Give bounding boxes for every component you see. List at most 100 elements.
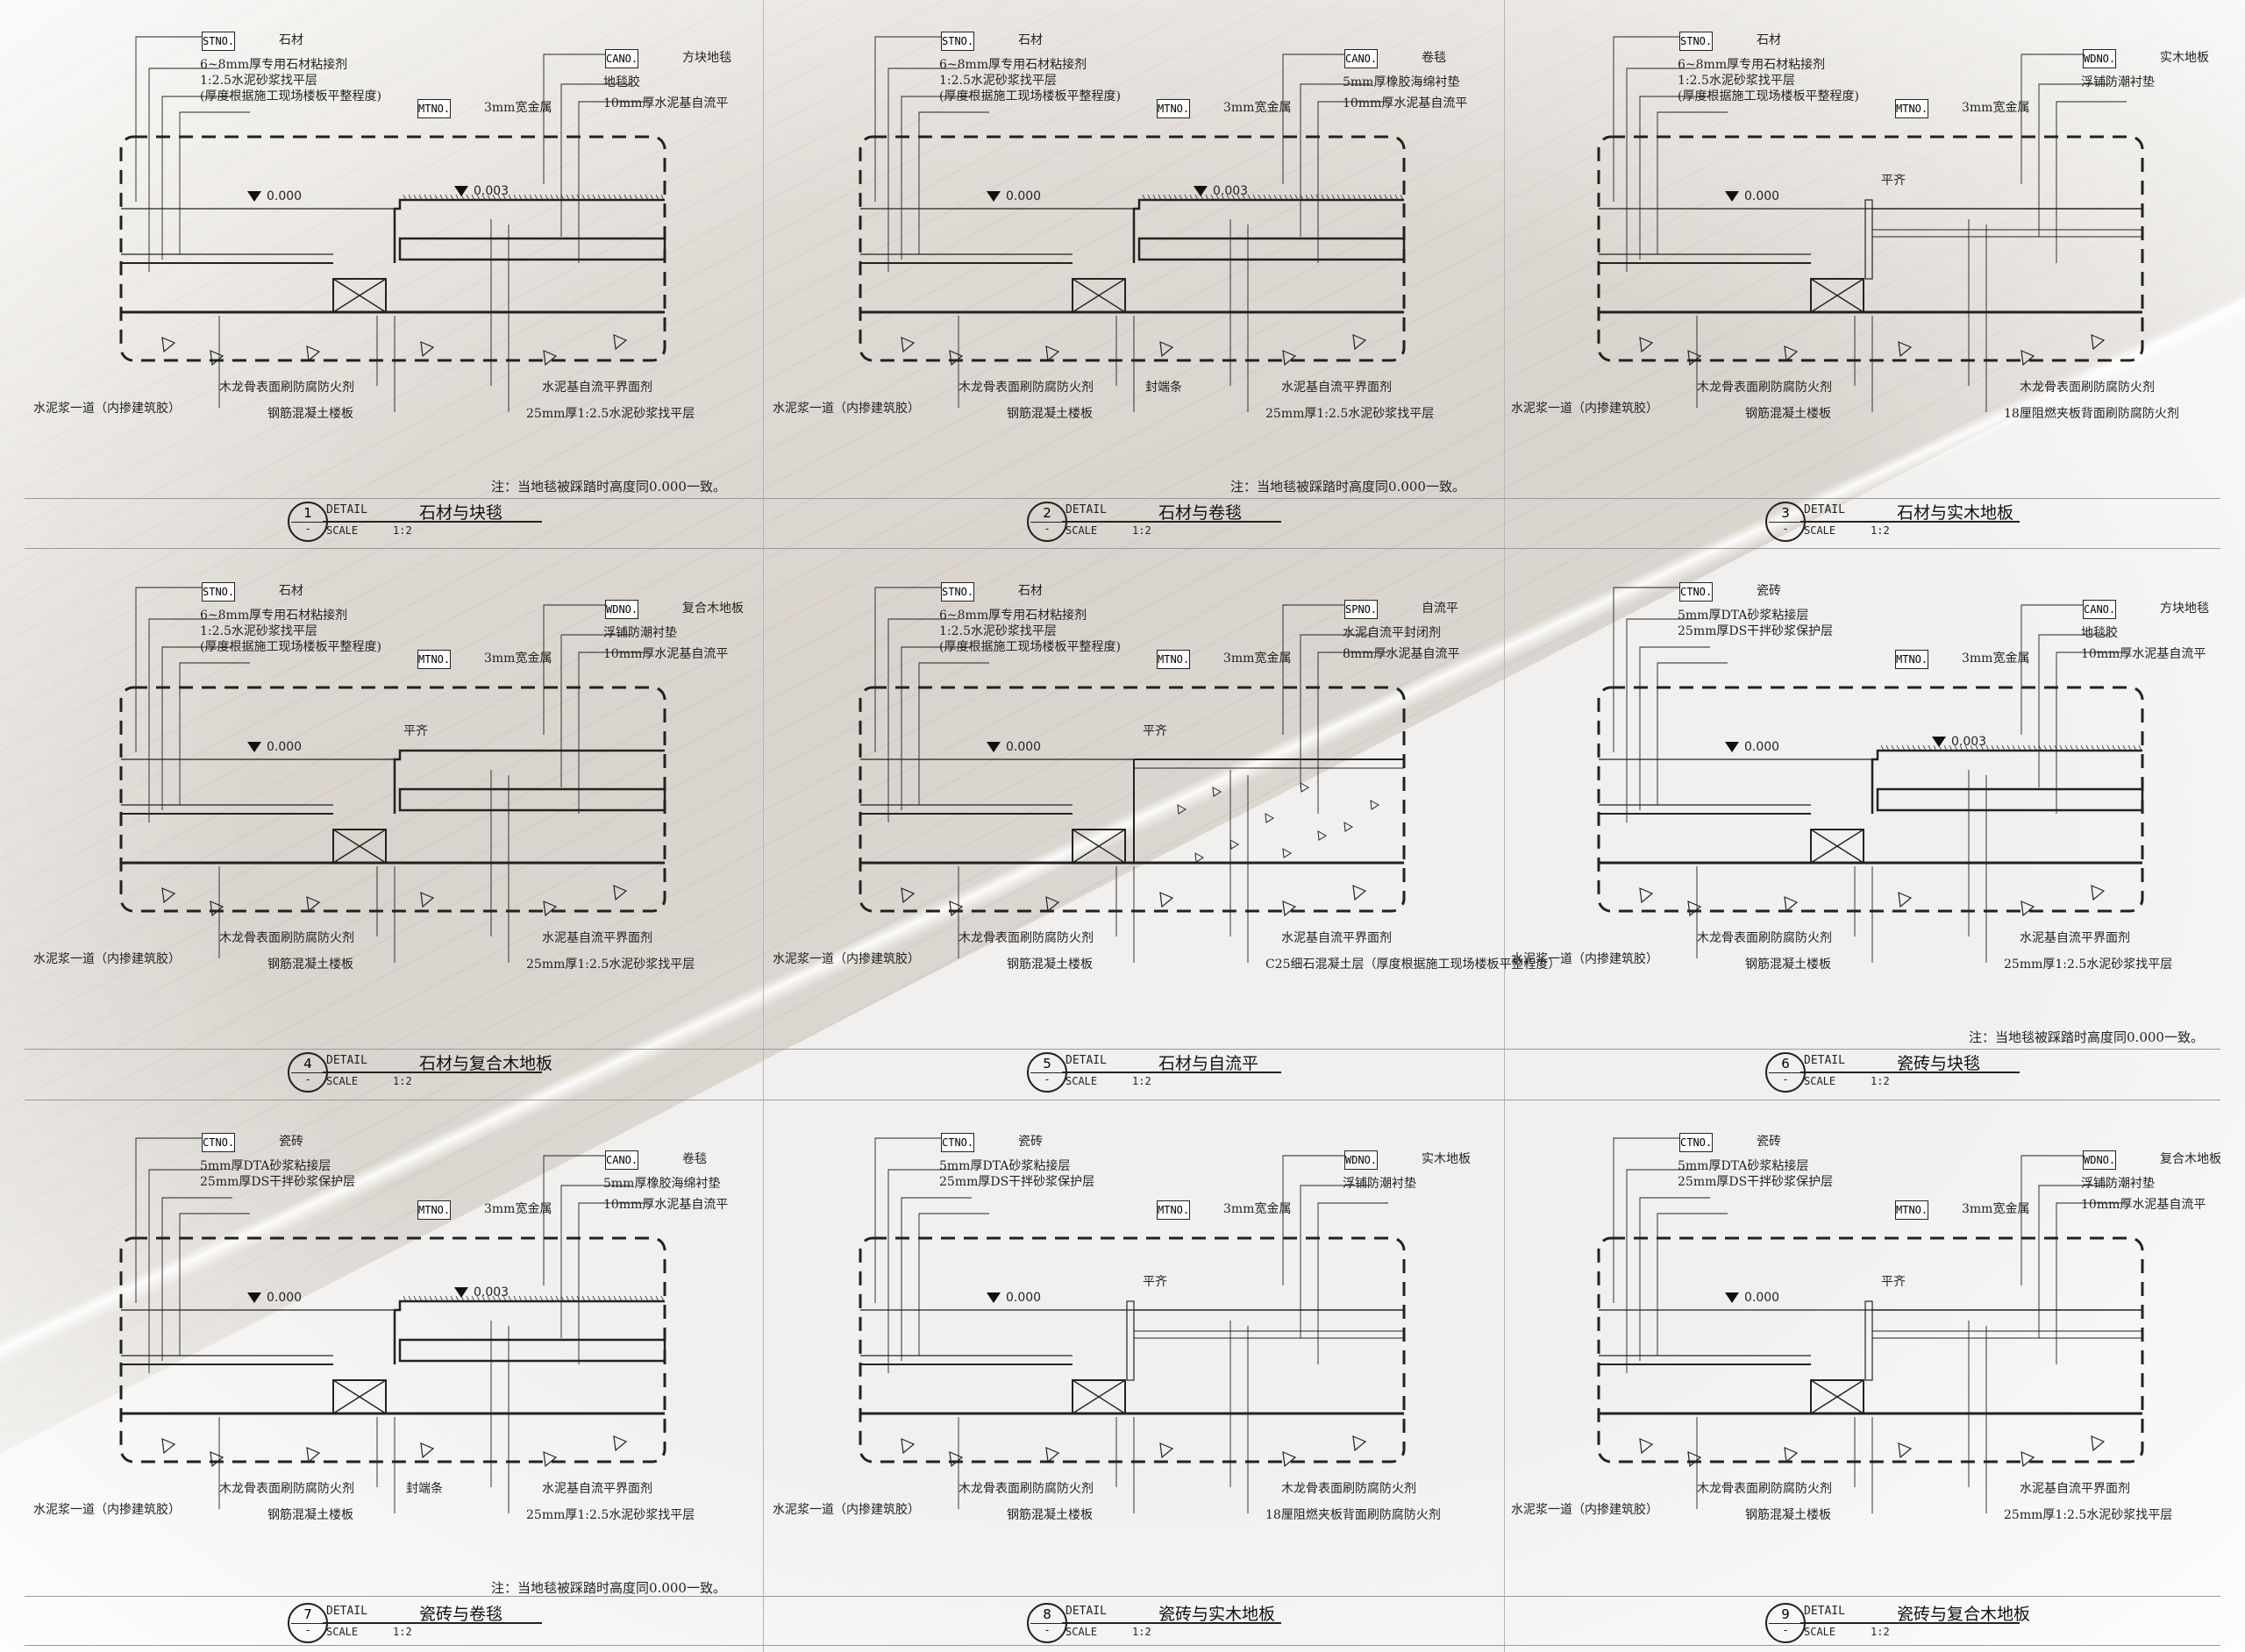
concrete-aggregate — [1045, 345, 1060, 362]
bottom-label: 水泥基自流平界面剂 — [542, 931, 652, 945]
tag-code: CA — [606, 1154, 619, 1166]
carpet-pile — [1284, 194, 1288, 201]
bottom-label: 水泥浆一道（内掺建筑胶） — [33, 952, 181, 966]
tag-code: CT — [1680, 586, 1693, 598]
tag-number: NO. — [2096, 603, 2116, 616]
concrete-aggregate — [1159, 892, 1174, 908]
leader-line — [874, 1137, 945, 1303]
self-level-layer — [1137, 237, 1406, 261]
concrete-aggregate — [613, 334, 628, 351]
tag-material: 石材 — [279, 33, 303, 47]
flush-label: 平齐 — [1143, 1275, 1167, 1289]
carpet-pile — [2122, 744, 2127, 751]
bottom-label: 水泥基自流平界面剂 — [1281, 931, 1392, 945]
detail-number: 3 — [1781, 505, 1790, 521]
concrete-aggregate — [2020, 1451, 2035, 1468]
scale-value: 1:2 — [1132, 1626, 1151, 1638]
concrete-aggregate — [210, 1451, 224, 1468]
aggregate-mark — [1300, 782, 1309, 793]
elevation-triangle — [454, 1287, 468, 1298]
concrete-aggregate — [1898, 892, 1913, 908]
carpet-pile — [1263, 194, 1267, 201]
carpet-pile — [576, 1295, 581, 1302]
layer-label: 25mm厚DS干拌砂浆保护层 — [1678, 1175, 1834, 1189]
layer-label: (厚度根据施工现场楼板平整程度) — [200, 640, 381, 654]
carpet-pile — [487, 194, 491, 201]
concrete-aggregate — [1784, 896, 1799, 913]
concrete-aggregate — [161, 887, 176, 904]
layer-label: 25mm厚DS干拌砂浆保护层 — [939, 1175, 1095, 1189]
carpet-pile — [492, 1295, 496, 1302]
leader-line — [560, 634, 631, 787]
circle-divider — [291, 1623, 324, 1624]
leader-line — [1613, 587, 1684, 752]
elevation-triangle — [1932, 737, 1946, 747]
layer-label: 浮铺防潮衬垫 — [603, 626, 677, 640]
carpet-pile — [2096, 744, 2100, 751]
row-divider — [25, 498, 2220, 499]
elevation-mark: 0.000 — [1725, 740, 1779, 754]
carpet-pile — [1158, 194, 1162, 201]
carpet-pile — [445, 1295, 449, 1302]
leader-line — [1657, 1213, 1728, 1356]
self-level-layer — [398, 237, 666, 261]
elevation-mark: 0.000 — [1725, 1291, 1779, 1305]
sheet-ref: - — [305, 1624, 310, 1636]
elevation-mark: 0.000 — [247, 740, 302, 754]
leader-line — [874, 36, 945, 202]
tag-number: NO. — [1908, 1204, 1928, 1216]
carpet-pile — [1321, 194, 1325, 201]
carpet-pile — [413, 194, 417, 201]
carpet-pile — [1922, 744, 1927, 751]
tag-material: 石材 — [279, 584, 303, 598]
leader-line — [543, 604, 614, 735]
wood-batten — [1072, 1379, 1126, 1414]
tag-material: 瓷砖 — [1757, 1135, 1781, 1149]
carpet-pile — [550, 194, 554, 201]
carpet-pile — [1152, 194, 1157, 201]
carpet-pile — [524, 194, 528, 201]
carpet-pile — [597, 1295, 602, 1302]
carpet-pile — [618, 194, 623, 201]
tag-code: ST — [942, 586, 955, 598]
tag-code: WD — [1345, 1154, 1358, 1166]
scale-value: 1:2 — [1132, 1075, 1151, 1087]
concrete-aggregate — [1639, 337, 1654, 353]
carpet-pile — [1964, 744, 1969, 751]
elevation-value: 0.003 — [474, 1285, 510, 1300]
elevation-triangle — [987, 191, 1001, 202]
carpet-pile — [581, 194, 586, 201]
tag-number: NO. — [1170, 1204, 1190, 1216]
detail-word: DETAIL — [326, 1054, 367, 1067]
bottom-label: 钢筋混凝土楼板 — [1007, 958, 1093, 972]
detail-number: 1 — [303, 505, 312, 521]
bottom-label: 木龙骨表面刷防腐防火剂 — [1697, 381, 1832, 395]
tag-number: NO. — [215, 35, 235, 47]
title-underline — [323, 1072, 542, 1073]
concrete-aggregate — [210, 901, 224, 917]
leader-line — [578, 101, 649, 263]
bottom-label: 木龙骨表面刷防腐防火剂 — [959, 931, 1094, 945]
carpet-pile — [571, 1295, 575, 1302]
carpet-pile — [1237, 194, 1241, 201]
layer-label: 10mm厚水泥基自流平 — [603, 647, 729, 661]
detail-boundary — [119, 686, 666, 913]
wood-batten — [332, 278, 387, 313]
concrete-aggregate — [1784, 1447, 1799, 1463]
scale-word: SCALE — [326, 1075, 359, 1087]
tag-material: 卷毯 — [682, 1152, 707, 1166]
carpet-pile — [2117, 744, 2121, 751]
carpet-pile — [1901, 744, 1906, 751]
carpet-pile — [1247, 194, 1251, 201]
end-cap-label: 封端条 — [406, 1482, 443, 1496]
layer-label: 1:2.5水泥砂浆找平层 — [200, 624, 317, 638]
